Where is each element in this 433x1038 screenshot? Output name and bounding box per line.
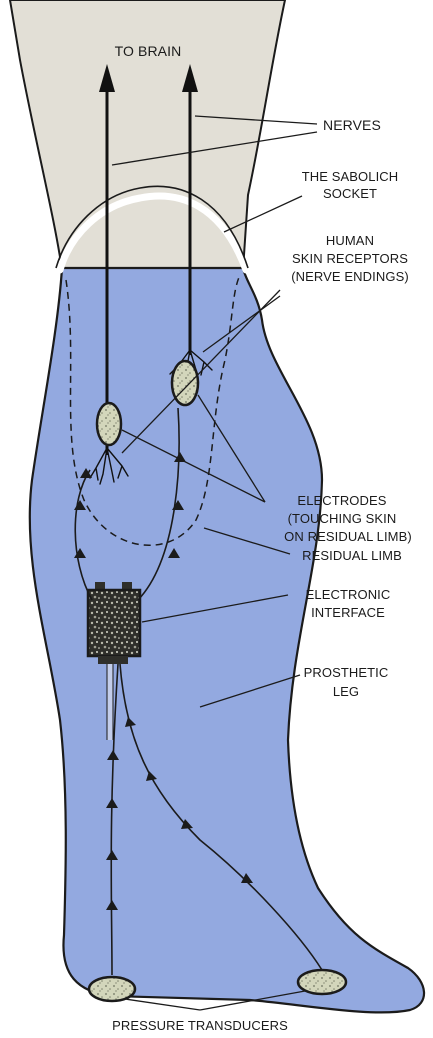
to-brain-label: TO BRAIN <box>115 43 182 59</box>
receptors-label-line1: HUMAN <box>326 233 374 248</box>
interface-label-line2: INTERFACE <box>311 605 385 620</box>
pressure-transducer-heel <box>89 977 135 1001</box>
prosthetic-label-line2: LEG <box>333 684 359 699</box>
electrodes-label-line2: (TOUCHING SKIN <box>288 511 397 526</box>
electrodes-label-line3: ON RESIDUAL LIMB) <box>284 529 412 544</box>
interface-label-line1: ELECTRONIC <box>306 587 391 602</box>
pressure-transducer-toe <box>298 970 346 994</box>
nerves-label: NERVES <box>323 117 381 133</box>
receptors-label-line2: SKIN RECEPTORS <box>292 251 408 266</box>
residual-limb-label: RESIDUAL LIMB <box>302 548 402 563</box>
leader-transducer-heel <box>125 999 200 1010</box>
thigh-shape <box>10 0 285 270</box>
electronic-interface-box <box>88 590 140 656</box>
socket-label-line2: SOCKET <box>323 186 377 201</box>
electrode-right <box>172 361 198 405</box>
receptors-label-line3: (NERVE ENDINGS) <box>291 269 409 284</box>
transducers-label: PRESSURE TRANSDUCERS <box>112 1018 288 1033</box>
electrodes-label-line1: ELECTRODES <box>297 493 386 508</box>
interface-base <box>98 656 128 664</box>
electrode-left <box>97 403 121 445</box>
prosthetic-label-line1: PROSTHETIC <box>304 665 389 680</box>
socket-label-line1: THE SABOLICH <box>302 169 399 184</box>
